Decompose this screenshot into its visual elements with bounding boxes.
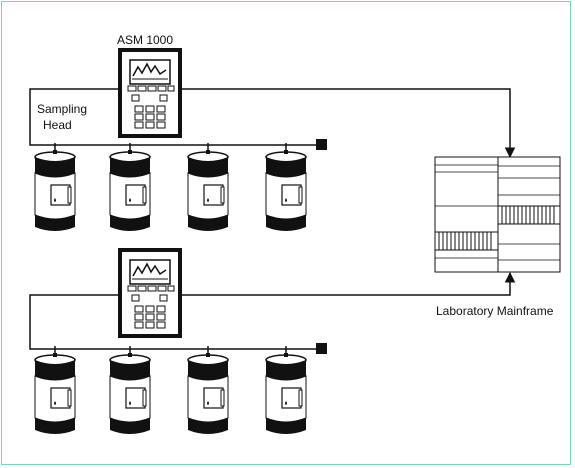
drum-bottom-2 [109,345,151,435]
sampling-head-label-2: Head [43,118,72,132]
link-to-mainframe-top [180,88,516,159]
link-to-mainframe-bottom [180,271,516,296]
sampling-loop-bottom [29,294,322,350]
asm-device-top [118,48,182,138]
drum-bottom-1 [34,345,76,435]
drum-top-4 [265,142,307,232]
drum-bottom-4 [265,345,307,435]
sampling-loop-top [29,88,322,146]
drum-top-2 [109,142,151,232]
sampling-head-label-1: Sampling [37,102,87,116]
bottom-system [29,248,516,435]
drum-bottom-3 [187,345,229,435]
top-system: ASM 1000 Sampling Head [29,33,516,232]
drum-top-3 [187,142,229,232]
laboratory-mainframe: Laboratory Mainframe [434,156,561,318]
loop-terminator-top [316,139,327,150]
loop-terminator-bottom [316,343,327,354]
drum-top-1 [34,142,76,232]
asm-device-bottom [118,248,182,338]
mainframe-label: Laboratory Mainframe [436,304,554,318]
device-label-top: ASM 1000 [117,33,173,47]
